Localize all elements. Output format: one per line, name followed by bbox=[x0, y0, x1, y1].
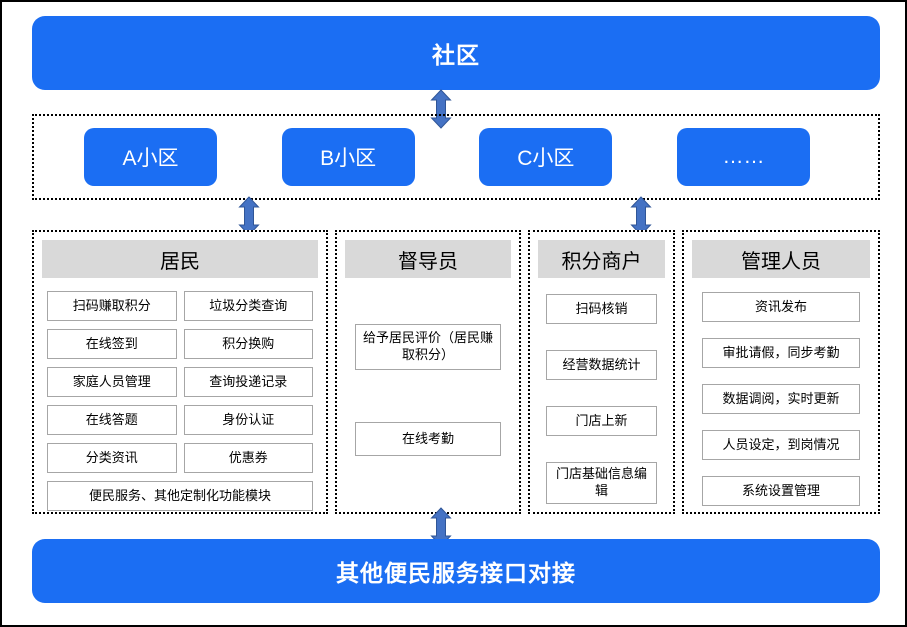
feature-item: 审批请假，同步考勤 bbox=[702, 338, 860, 368]
supervisor-feature-list: 给予居民评价（居民赚取积分） 在线考勤 bbox=[355, 324, 501, 456]
community-label: 社区 bbox=[432, 42, 480, 68]
merchant-section: 积分商户 扫码核销 经营数据统计 门店上新 门店基础信息编辑 bbox=[528, 230, 675, 514]
feature-item: 资讯发布 bbox=[702, 292, 860, 322]
feature-item: 查询投递记录 bbox=[183, 367, 313, 397]
feature-item: 优惠券 bbox=[183, 443, 313, 473]
feature-item: 在线考勤 bbox=[355, 422, 501, 456]
supervisor-header: 督导员 bbox=[345, 240, 511, 278]
district-more-node: …… bbox=[676, 128, 810, 186]
district-c-node: C小区 bbox=[479, 128, 613, 186]
districts-container: A小区 B小区 C小区 …… bbox=[32, 114, 880, 200]
services-interface-label: 其他便民服务接口对接 bbox=[336, 560, 576, 586]
feature-item: 便民服务、其他定制化功能模块 bbox=[47, 481, 313, 511]
district-c-label: C小区 bbox=[517, 147, 575, 170]
district-a-label: A小区 bbox=[122, 147, 179, 170]
admin-header: 管理人员 bbox=[692, 240, 870, 278]
feature-item: 在线签到 bbox=[47, 329, 177, 359]
feature-item: 积分换购 bbox=[183, 329, 313, 359]
district-b-label: B小区 bbox=[320, 147, 377, 170]
supervisor-header-label: 督导员 bbox=[398, 250, 458, 273]
district-more-label: …… bbox=[722, 145, 765, 168]
district-b-node: B小区 bbox=[281, 128, 415, 186]
feature-item: 给予居民评价（居民赚取积分） bbox=[355, 324, 501, 370]
admin-header-label: 管理人员 bbox=[741, 250, 821, 273]
residents-section: 居民 扫码赚取积分 垃圾分类查询 在线签到 积分换购 家庭人员管理 查询投递记录… bbox=[32, 230, 328, 514]
feature-item: 垃圾分类查询 bbox=[183, 291, 313, 321]
feature-item: 经营数据统计 bbox=[546, 350, 657, 380]
feature-item: 家庭人员管理 bbox=[47, 367, 177, 397]
feature-item: 门店上新 bbox=[546, 406, 657, 436]
feature-item: 人员设定，到岗情况 bbox=[702, 430, 860, 460]
feature-item: 扫码核销 bbox=[546, 294, 657, 324]
supervisor-section: 督导员 给予居民评价（居民赚取积分） 在线考勤 bbox=[335, 230, 521, 514]
merchant-header: 积分商户 bbox=[538, 240, 665, 278]
feature-item: 在线答题 bbox=[47, 405, 177, 435]
feature-item: 门店基础信息编辑 bbox=[546, 462, 657, 504]
feature-item: 身份认证 bbox=[183, 405, 313, 435]
residents-feature-list: 扫码赚取积分 垃圾分类查询 在线签到 积分换购 家庭人员管理 查询投递记录 在线… bbox=[47, 291, 313, 511]
community-node: 社区 bbox=[32, 16, 880, 90]
merchant-feature-list: 扫码核销 经营数据统计 门店上新 门店基础信息编辑 bbox=[546, 294, 657, 504]
district-a-node: A小区 bbox=[84, 128, 217, 186]
admin-section: 管理人员 资讯发布 审批请假，同步考勤 数据调阅，实时更新 人员设定，到岗情况 … bbox=[682, 230, 880, 514]
feature-item: 数据调阅，实时更新 bbox=[702, 384, 860, 414]
merchant-header-label: 积分商户 bbox=[561, 250, 642, 273]
admin-feature-list: 资讯发布 审批请假，同步考勤 数据调阅，实时更新 人员设定，到岗情况 系统设置管… bbox=[702, 292, 860, 506]
feature-item: 扫码赚取积分 bbox=[47, 291, 177, 321]
residents-header: 居民 bbox=[42, 240, 318, 278]
feature-item: 分类资讯 bbox=[47, 443, 177, 473]
residents-header-label: 居民 bbox=[160, 250, 200, 273]
feature-item: 系统设置管理 bbox=[702, 476, 860, 506]
double-arrow-top-icon bbox=[430, 89, 452, 129]
services-interface-node: 其他便民服务接口对接 bbox=[32, 539, 880, 603]
